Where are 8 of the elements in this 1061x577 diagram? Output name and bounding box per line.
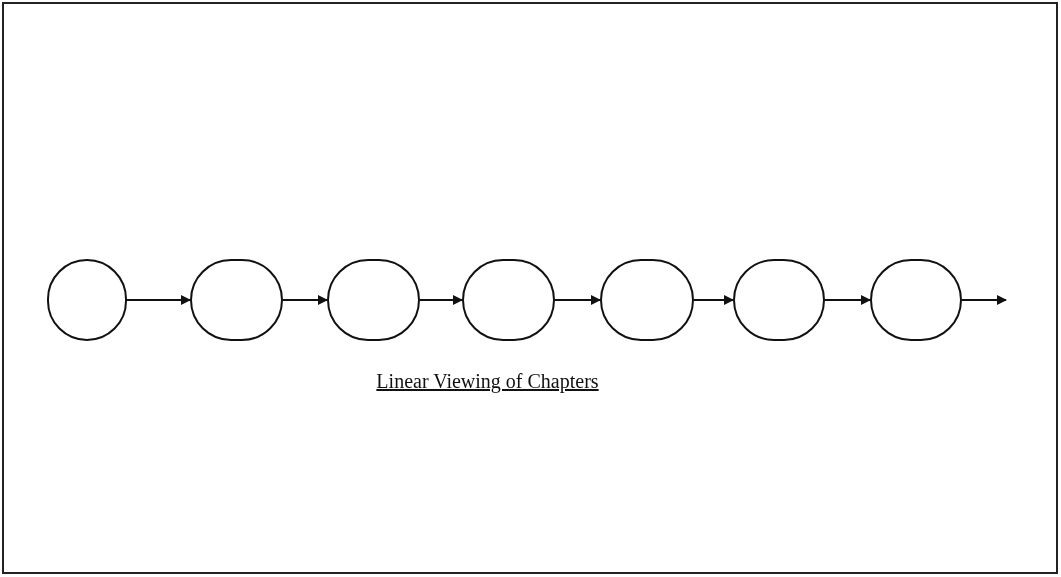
arrow (693, 295, 734, 305)
arrow (126, 295, 191, 305)
arrow (419, 295, 463, 305)
arrow (282, 295, 328, 305)
arrow (961, 295, 1007, 305)
arrow (554, 295, 601, 305)
arrow (824, 295, 871, 305)
caption: Linear Viewing of Chapters (376, 369, 599, 395)
